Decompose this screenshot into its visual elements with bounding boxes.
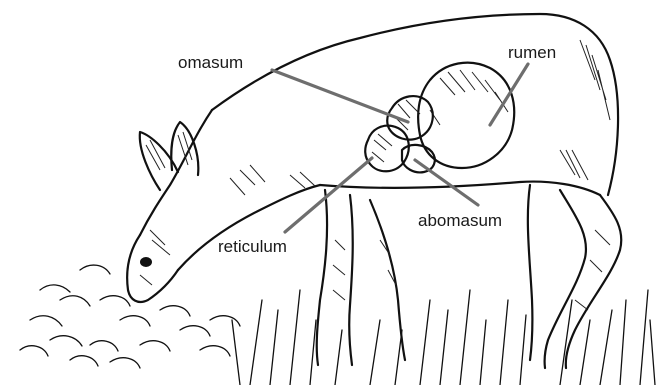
leader-lines xyxy=(272,64,528,232)
deer-hind-leg-near-front xyxy=(545,190,586,368)
reticulum-hatching xyxy=(372,134,392,162)
rumen-label: rumen xyxy=(508,43,556,62)
deer-eye xyxy=(140,257,152,267)
reticulum-leader-line xyxy=(285,158,372,232)
deer-back-outline xyxy=(212,14,618,195)
leaf-pile xyxy=(20,265,240,368)
vegetation xyxy=(20,265,655,385)
deer-throat-outline xyxy=(178,185,320,270)
deer-hind-leg-far xyxy=(528,185,533,360)
deer-head-outline xyxy=(127,235,178,302)
deer-front-leg-far xyxy=(370,200,405,360)
abomasum-label: abomasum xyxy=(418,211,502,230)
reticulum-label: reticulum xyxy=(218,237,287,256)
grass-blades xyxy=(232,290,655,385)
deer-hind-leg-near xyxy=(566,195,621,368)
omasum-hatching xyxy=(396,100,420,130)
omasum-label: omasum xyxy=(178,53,243,72)
deer-front-leg-near xyxy=(317,190,327,365)
deer-ear-hatching xyxy=(146,132,192,170)
omasum-leader-line xyxy=(272,70,408,122)
stomach-organs xyxy=(365,63,514,173)
deer-front-leg-near-back xyxy=(349,195,353,365)
